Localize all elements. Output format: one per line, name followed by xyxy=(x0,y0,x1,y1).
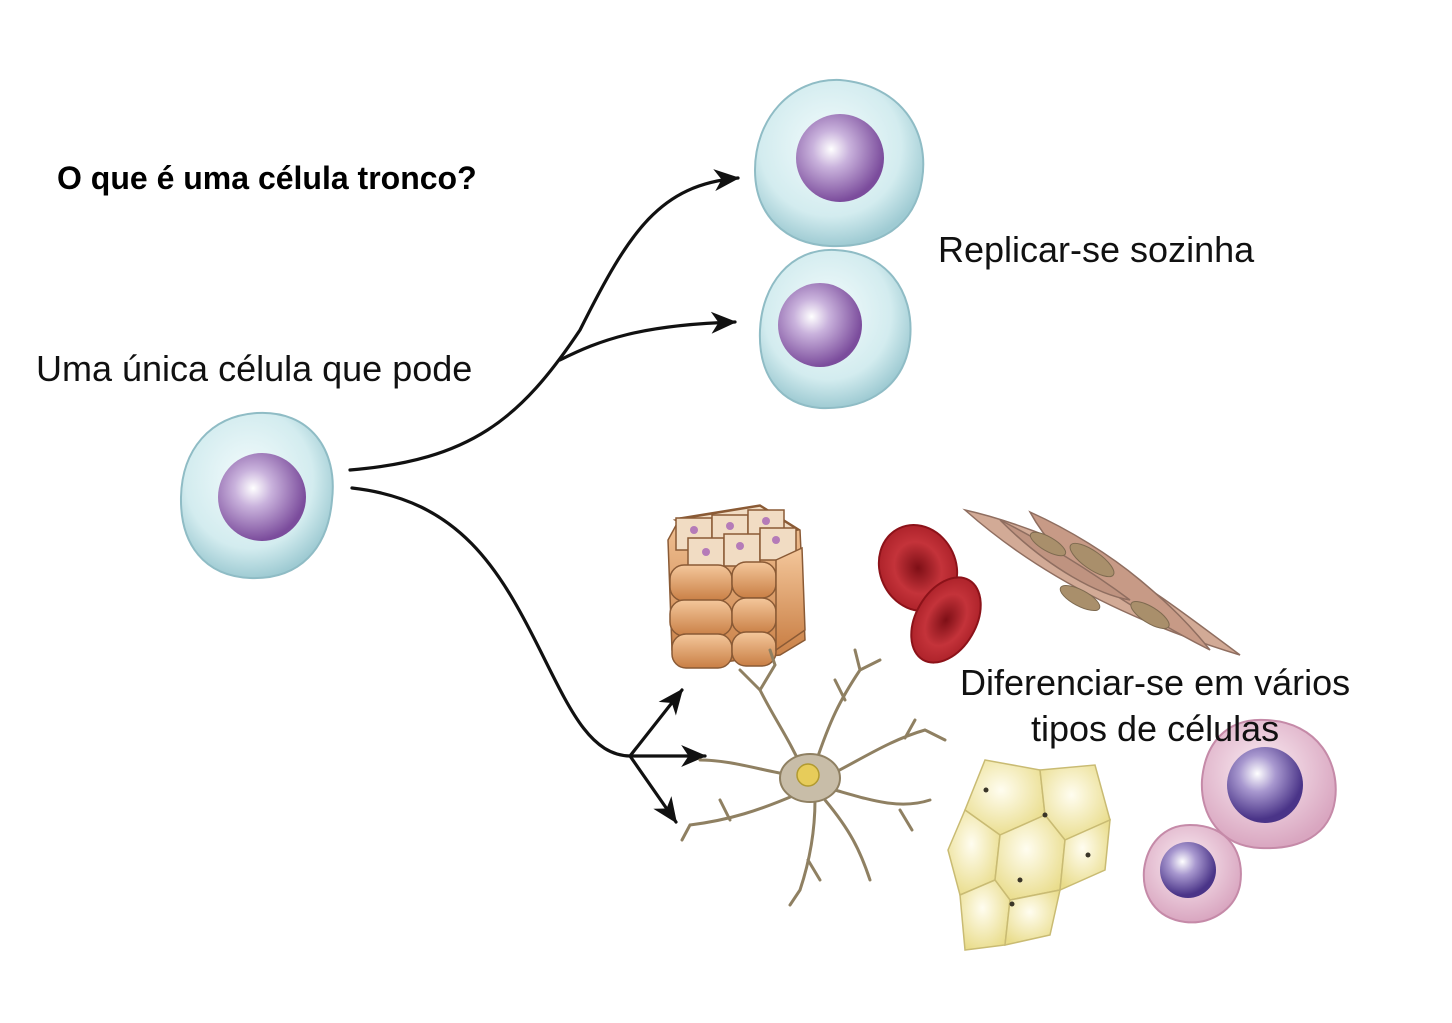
stem-cell-replica-top xyxy=(753,78,925,248)
stem-cell-original xyxy=(179,411,334,580)
red-blood-cells xyxy=(877,524,982,664)
replicate-label: Replicar-se sozinha xyxy=(938,229,1255,270)
arrow-branch-down xyxy=(628,754,678,824)
stem-cell-replica-bottom xyxy=(758,248,912,410)
single-cell-label: Uma única célula que pode xyxy=(36,348,473,389)
white-blood-cells xyxy=(1142,718,1337,924)
fat-cells xyxy=(947,759,1111,951)
page-title: O que é uma célula tronco? xyxy=(57,160,477,196)
arrows xyxy=(348,169,740,824)
differentiate-label-line1: Diferenciar-se em vários xyxy=(960,662,1351,703)
arrow-to-lower-cell xyxy=(558,311,737,362)
arrow-to-differentiated-cells xyxy=(350,486,632,758)
neuron xyxy=(680,648,947,907)
differentiate-label-line2: tipos de células xyxy=(1030,708,1280,749)
differentiate-label: Diferenciar-se em vários tipos de célula… xyxy=(960,660,1350,752)
arrow-branch-up xyxy=(628,688,684,758)
arrow-to-upper-cell xyxy=(348,169,740,472)
epithelial-tissue xyxy=(667,504,806,669)
muscle-cells xyxy=(962,508,1241,656)
